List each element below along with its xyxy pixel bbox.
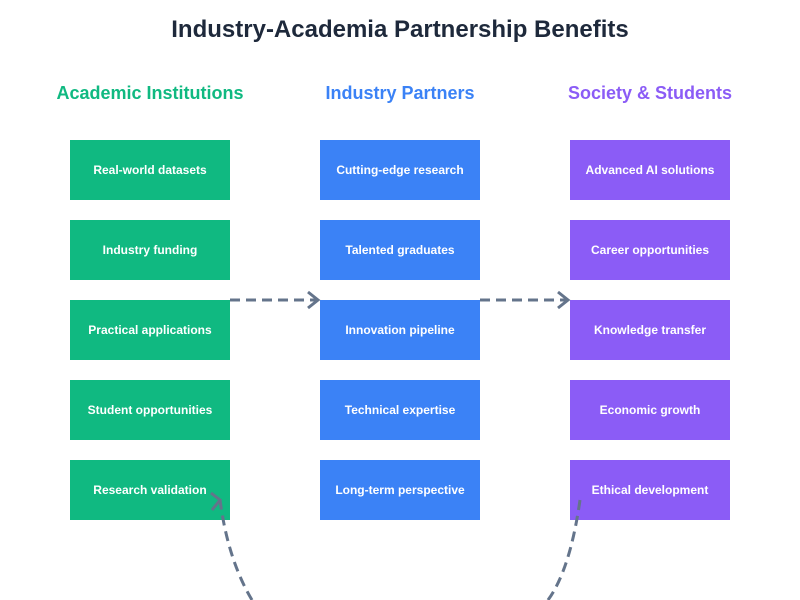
society-item-career-opportunities: Career opportunities: [570, 220, 730, 280]
industry-item-innovation-pipeline: Innovation pipeline: [320, 300, 480, 360]
academic-item-research-validation: Research validation: [70, 460, 230, 520]
diagram-title: Industry-Academia Partnership Benefits: [171, 16, 629, 43]
industry-item-technical-expertise: Technical expertise: [320, 380, 480, 440]
column-header-society: Society & Students: [567, 83, 733, 103]
arrowhead-society-icon: [557, 290, 571, 310]
academic-item-student-opportunities: Student opportunities: [70, 380, 230, 440]
society-item-knowledge-transfer: Knowledge transfer: [570, 300, 730, 360]
arrowhead-industry-icon: [307, 290, 321, 310]
society-item-ethical-development: Ethical development: [570, 460, 730, 520]
academic-item-industry-funding: Industry funding: [70, 220, 230, 280]
academic-item-real-world-datasets: Real-world datasets: [70, 140, 230, 200]
column-header-industry: Industry Partners: [325, 83, 475, 103]
society-item-advanced-ai-solutions: Advanced AI solutions: [570, 140, 730, 200]
industry-item-talented-graduates: Talented graduates: [320, 220, 480, 280]
industry-item-cutting-edge-research: Cutting-edge research: [320, 140, 480, 200]
industry-item-long-term-perspective: Long-term perspective: [320, 460, 480, 520]
society-item-economic-growth: Economic growth: [570, 380, 730, 440]
column-header-academic: Academic Institutions: [56, 83, 244, 103]
academic-item-practical-applications: Practical applications: [70, 300, 230, 360]
